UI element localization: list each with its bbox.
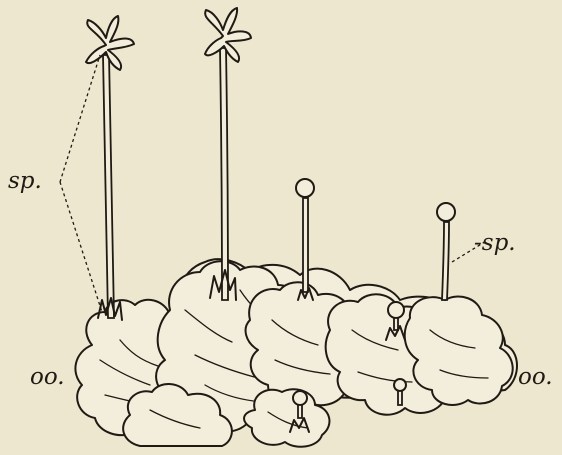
sporophyte-2 (205, 8, 251, 300)
capsule-icon (86, 16, 134, 70)
capsule-icon (205, 8, 251, 62)
label-sp-right: -sp. (474, 232, 516, 255)
label-oo-right: oo. (518, 366, 553, 389)
sporophyte-4 (437, 203, 455, 300)
label-sp-left: sp. (8, 170, 42, 193)
sporophyte-1 (86, 16, 134, 320)
label-oo-left: oo. (30, 366, 65, 389)
